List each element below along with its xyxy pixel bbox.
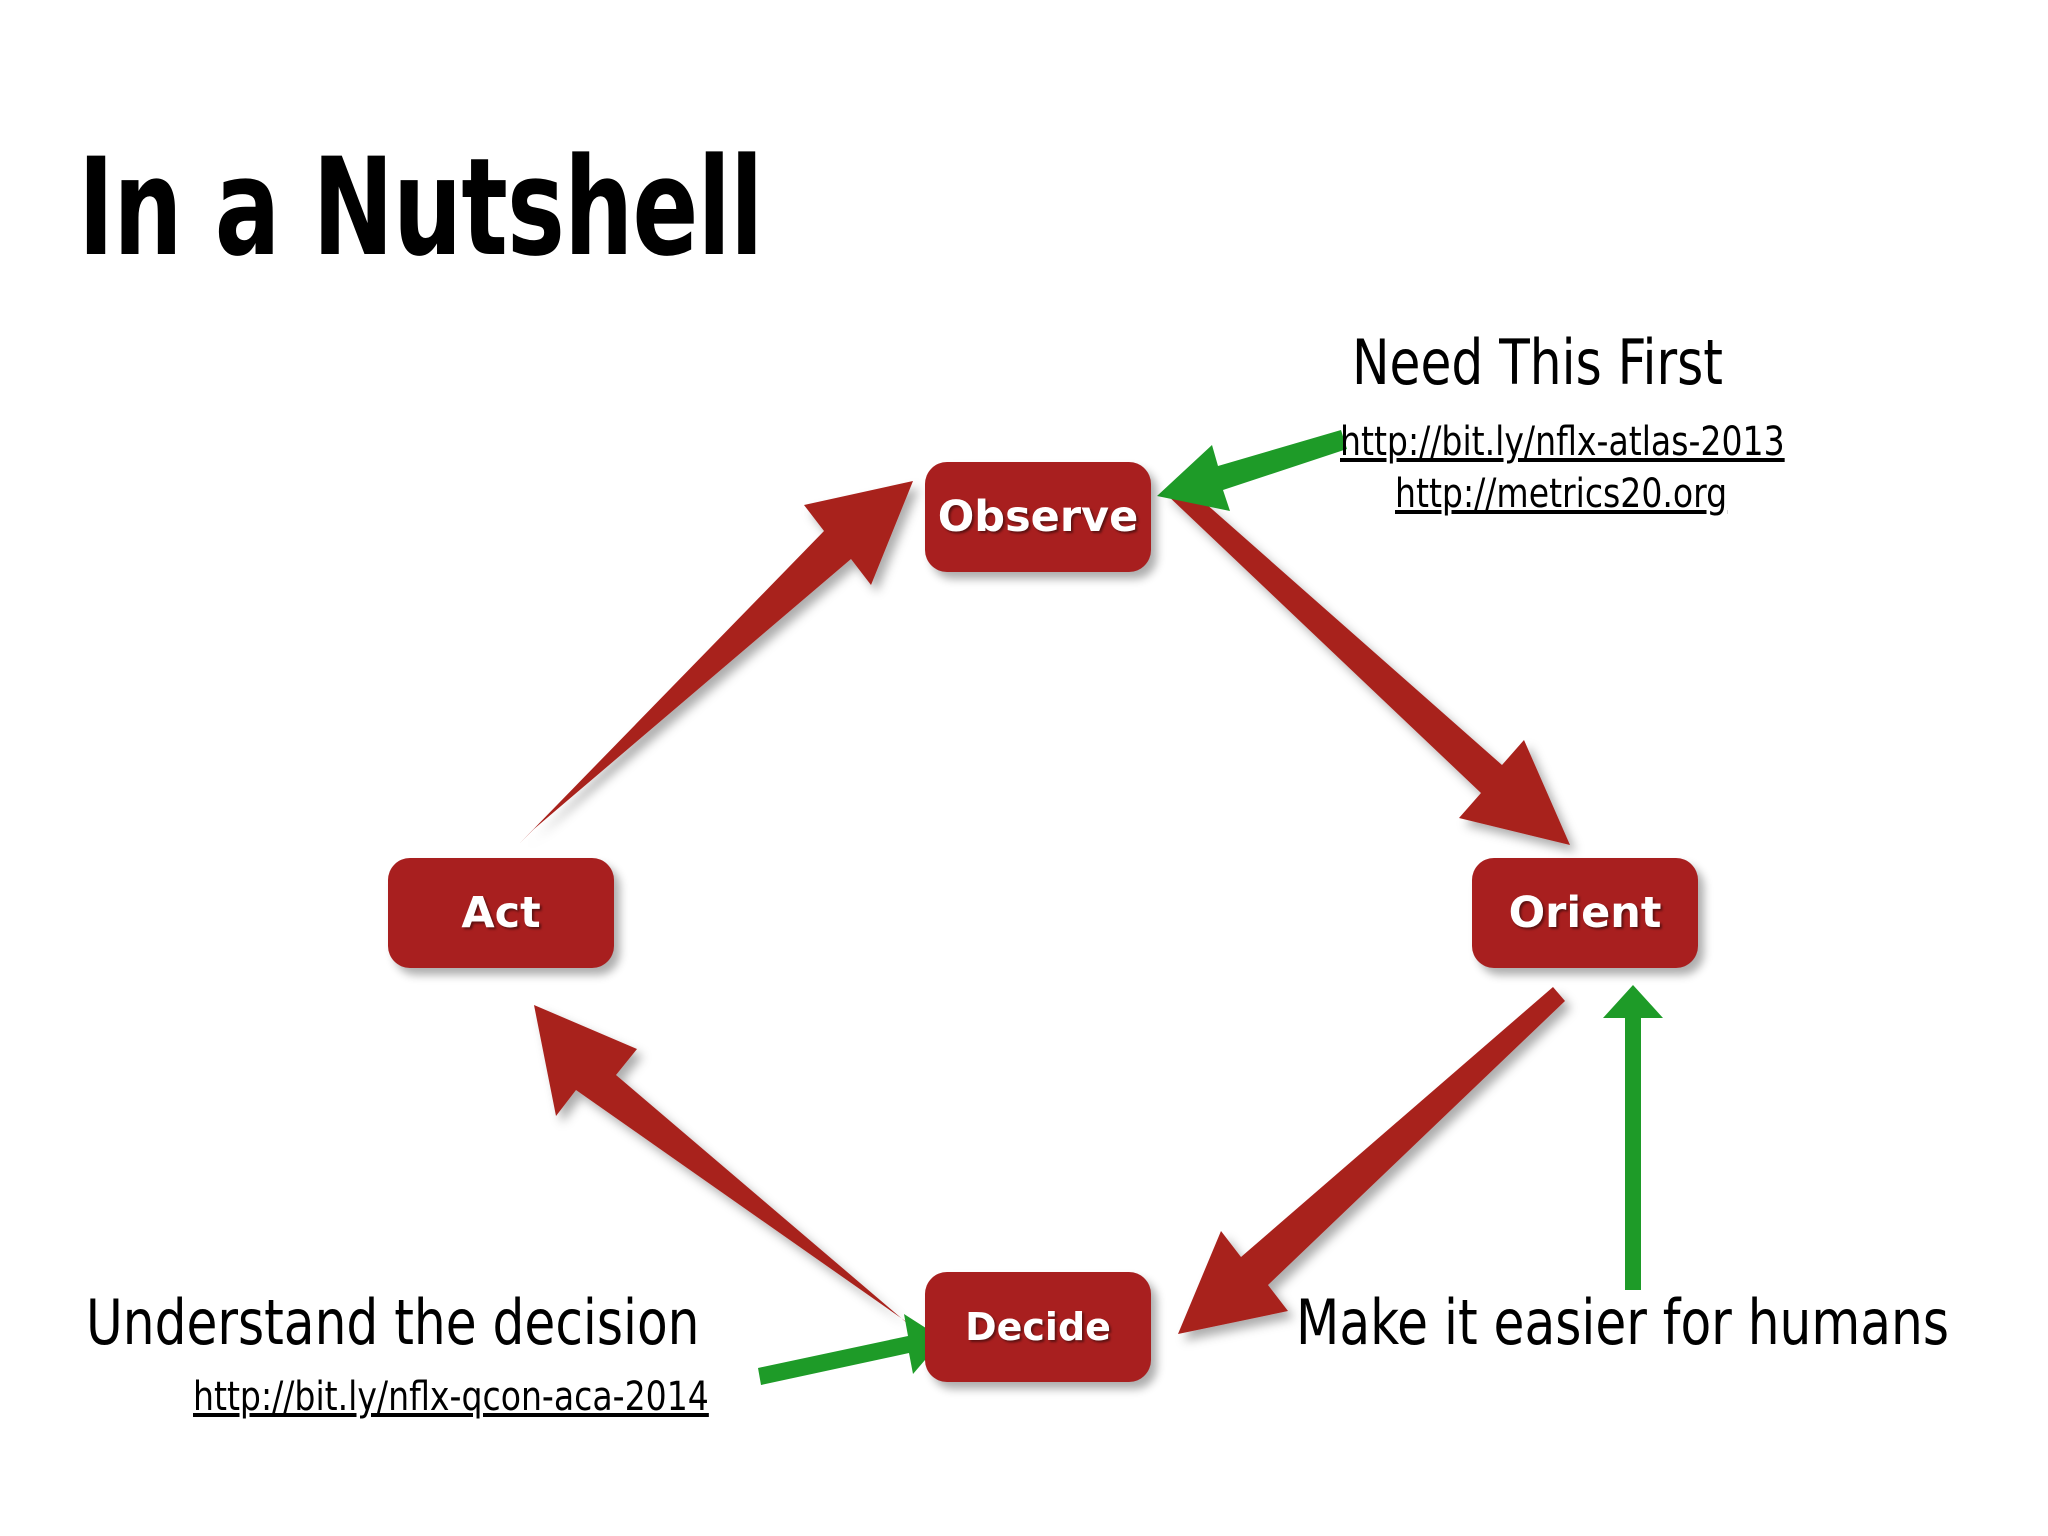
annotation-understand-the-decision: Understand the decision [86, 1286, 700, 1359]
page-title: In a Nutshell [78, 129, 763, 286]
arrow-decide-to-act [534, 1005, 934, 1346]
node-orient[interactable]: Orient [1472, 858, 1698, 968]
arrow-act-to-observe [520, 481, 913, 843]
node-act-label: Act [461, 888, 541, 938]
annotation-link-nflx-qcon-aca-2014[interactable]: http://bit.ly/nflx-qcon-aca-2014 [193, 1374, 709, 1420]
arrow-orient-to-decide [1178, 987, 1565, 1334]
node-observe[interactable]: Observe [925, 462, 1151, 572]
green-arrow-to-observe [1157, 430, 1347, 511]
node-decide-label: Decide [965, 1305, 1111, 1349]
node-act[interactable]: Act [388, 858, 614, 968]
node-decide[interactable]: Decide [925, 1272, 1151, 1382]
node-observe-label: Observe [937, 492, 1139, 542]
annotation-make-it-easier-for-humans: Make it easier for humans [1296, 1286, 1950, 1359]
arrow-observe-to-orient [1165, 480, 1570, 845]
green-arrow-to-decide [758, 1314, 943, 1385]
annotation-need-this-first: Need This First [1352, 326, 1723, 399]
node-orient-label: Orient [1508, 888, 1662, 938]
annotation-link-nflx-atlas-2013[interactable]: http://bit.ly/nflx-atlas-2013 [1340, 419, 1785, 465]
annotation-link-metrics20[interactable]: http://metrics20.org [1395, 471, 1728, 517]
green-arrow-to-orient [1603, 985, 1663, 1290]
